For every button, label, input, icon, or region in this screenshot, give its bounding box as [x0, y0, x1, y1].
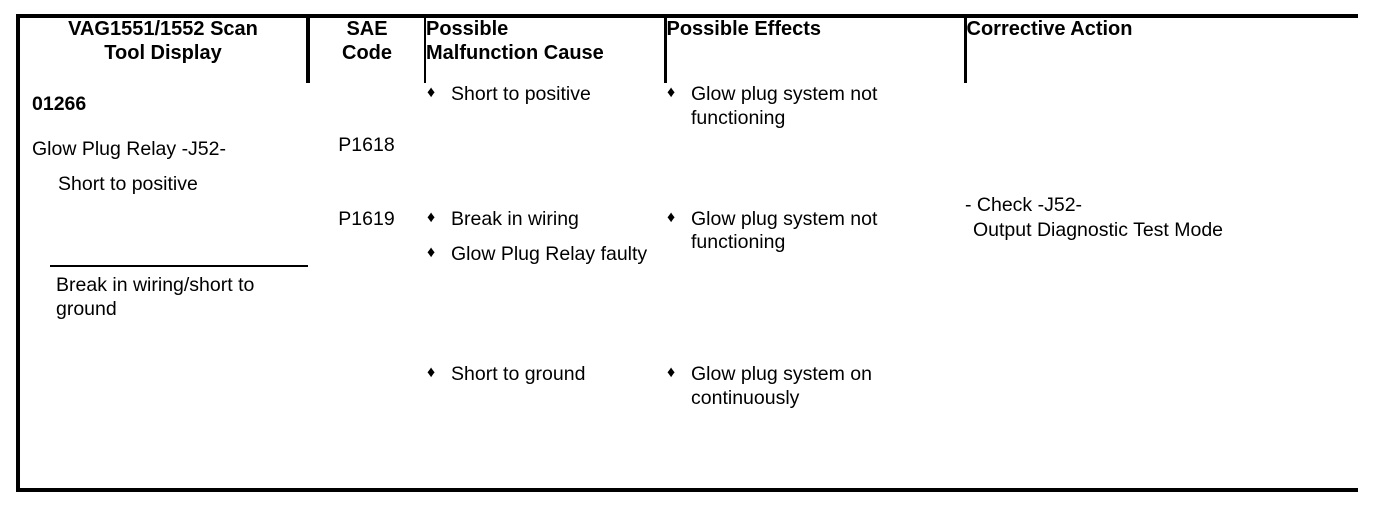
diamond-bullet-icon: ♦	[667, 84, 676, 101]
column-header-scan-tool-display: VAG1551/1552 Scan Tool Display	[20, 18, 310, 83]
column-header-possible-effects: Possible Effects	[665, 18, 967, 83]
table-row: P1619 ♦ Break in wiring ♦ Glow Plug Rela…	[20, 207, 1358, 488]
cause-list: ♦ Short to positive	[425, 83, 665, 107]
column-header-corrective-action: Corrective Action	[965, 18, 1358, 83]
effect-list: ♦ Glow plug system not functioning	[665, 83, 965, 131]
cell-malfunction-cause: ♦ Short to positive	[425, 83, 665, 208]
header-line-1: SAE	[346, 18, 388, 40]
fault-code-table: VAG1551/1552 Scan Tool Display SAE Code …	[20, 18, 1358, 488]
list-item: ♦ Glow Plug Relay faulty	[425, 243, 665, 267]
header-line-2: Tool Display	[104, 41, 222, 64]
cell-malfunction-cause: ♦ Short to ground	[425, 363, 665, 488]
condition-short-to-positive: Short to positive	[58, 173, 198, 195]
diamond-bullet-icon: ♦	[427, 364, 436, 382]
condition-break-in-wiring: Break in wiring/short to ground	[56, 274, 255, 321]
list-item-label: Glow Plug Relay faulty	[451, 243, 648, 266]
cell-possible-effects: ♦ Glow plug system on continuously	[665, 363, 965, 488]
corrective-action-line-1: - Check -J52-	[965, 194, 1083, 216]
header-line-2: Malfunction Cause	[426, 41, 604, 64]
list-item: ♦ Glow plug system not functioning	[665, 83, 965, 131]
cell-malfunction-cause: ♦ Break in wiring ♦ Glow Plug Relay faul…	[425, 207, 665, 364]
cause-list: ♦ Break in wiring ♦ Glow Plug Relay faul…	[425, 208, 665, 268]
cell-possible-effects: ♦ Glow plug system not functioning	[665, 83, 965, 208]
header-line-1: Corrective Action	[966, 18, 1133, 40]
fault-code-number: 01266	[32, 93, 87, 115]
sae-code-value: P1619	[338, 207, 395, 230]
list-item-label: Short to ground	[451, 363, 586, 386]
header-line-1: Possible	[426, 18, 509, 40]
list-item-label: Glow plug system not functioning	[691, 207, 878, 254]
list-item: ♦ Glow plug system not functioning	[665, 208, 965, 256]
fault-code-table-container: VAG1551/1552 Scan Tool Display SAE Code …	[16, 14, 1358, 492]
component-name: Glow Plug Relay -J52-	[32, 138, 226, 160]
cell-corrective-action: - Check -J52- Output Diagnostic Test Mod…	[965, 83, 1358, 488]
table-row: ♦ Short to ground ♦ Glow plug system on …	[20, 363, 1358, 488]
table-header-row: VAG1551/1552 Scan Tool Display SAE Code …	[20, 18, 1358, 83]
cell-scan-tool-display: 01266 Glow Plug Relay -J52- Short to pos…	[20, 83, 308, 488]
list-item: ♦ Glow plug system on continuously	[665, 363, 965, 411]
cell-sae-code: P1619	[308, 207, 425, 488]
diamond-bullet-icon: ♦	[427, 244, 436, 262]
column-header-sae-code: SAE Code	[308, 18, 426, 83]
diamond-bullet-icon: ♦	[667, 208, 676, 226]
cell-sae-code: P1618	[308, 83, 425, 208]
header-line-1: Possible Effects	[666, 18, 822, 40]
list-item-label: Break in wiring	[451, 207, 579, 230]
diamond-bullet-icon: ♦	[427, 84, 436, 101]
list-item-label: Short to positive	[451, 83, 591, 105]
corrective-action-line-2: Output Diagnostic Test Mode	[973, 219, 1224, 242]
table-row: 01266 Glow Plug Relay -J52- Short to pos…	[20, 83, 1358, 488]
list-item: ♦ Short to ground	[425, 363, 665, 387]
cause-list: ♦ Short to ground	[425, 363, 665, 387]
effect-list: ♦ Glow plug system not functioning	[665, 208, 965, 256]
header-line-2: Code	[342, 41, 392, 64]
diamond-bullet-icon: ♦	[667, 364, 676, 382]
inner-divider	[50, 265, 308, 267]
effect-list: ♦ Glow plug system on continuously	[665, 363, 965, 411]
scan-tool-display-block: 01266 Glow Plug Relay -J52- Short to pos…	[20, 83, 308, 196]
cell-possible-effects: ♦ Glow plug system not functioning	[665, 207, 965, 364]
list-item: ♦ Short to positive	[425, 83, 665, 107]
column-header-malfunction-cause: Possible Malfunction Cause	[425, 18, 667, 83]
list-item-label: Glow plug system not functioning	[691, 83, 878, 129]
diamond-bullet-icon: ♦	[427, 208, 436, 226]
corrective-action-block: - Check -J52- Output Diagnostic Test Mod…	[965, 193, 1358, 244]
header-line-1: VAG1551/1552 Scan	[68, 18, 258, 40]
sae-code-value: P1618	[338, 133, 395, 156]
list-item: ♦ Break in wiring	[425, 208, 665, 232]
list-item-label: Glow plug system on continuously	[691, 363, 872, 410]
